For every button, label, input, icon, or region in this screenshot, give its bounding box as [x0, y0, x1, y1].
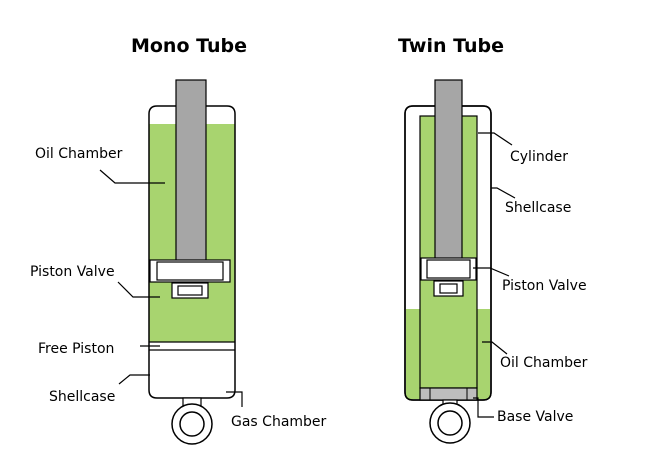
mono-shellcase-body [148, 105, 236, 399]
twin-leader-oil-chamber [482, 341, 508, 355]
mono-leader-oil-chamber [99, 169, 165, 184]
mono-label-gas-chamber: Gas Chamber [231, 414, 327, 430]
twin-piston-valve-inner [426, 259, 471, 279]
mono-tube-title: Mono Tube [131, 35, 247, 57]
twin-label-piston-valve: Piston Valve [502, 278, 587, 294]
twin-leader-base-valve [473, 397, 494, 418]
twin-leader-shellcase [491, 187, 516, 199]
twin-piston-rod [434, 79, 463, 261]
twin-mount-eye-hole [437, 410, 463, 436]
twin-label-oil-chamber: Oil Chamber [500, 355, 588, 371]
mono-leader-gas-chamber [226, 391, 243, 407]
mono-label-free-piston: Free Piston [38, 341, 114, 357]
twin-tube-title: Twin Tube [398, 35, 504, 57]
mono-piston-valve-inner [156, 261, 224, 281]
twin-base-valve [419, 387, 478, 401]
mono-label-shellcase: Shellcase [49, 389, 115, 405]
twin-leader-piston-valve [473, 267, 510, 277]
twin-leader-cylinder [478, 132, 513, 146]
twin-label-shellcase: Shellcase [505, 200, 571, 216]
twin-label-cylinder: Cylinder [510, 149, 568, 165]
mono-piston-rod [175, 79, 207, 263]
mono-leader-shellcase [118, 374, 150, 385]
twin-tube-diagram: Twin Tube Cylinder Shellcase Piston Valv… [398, 35, 588, 444]
twin-piston-nut-inner [439, 283, 458, 294]
mono-leader-piston-valve [117, 281, 160, 298]
twin-shellcase-outline [404, 105, 492, 401]
twin-label-base-valve: Base Valve [497, 409, 573, 425]
mono-mount-eye-hole [179, 411, 205, 437]
mono-piston-nut-inner [177, 285, 203, 296]
mono-label-piston-valve: Piston Valve [30, 264, 115, 280]
mono-tube-diagram: Mono Tube Oil Chamber Piston Valve Free … [30, 35, 327, 445]
mono-label-oil-chamber: Oil Chamber [35, 146, 123, 162]
